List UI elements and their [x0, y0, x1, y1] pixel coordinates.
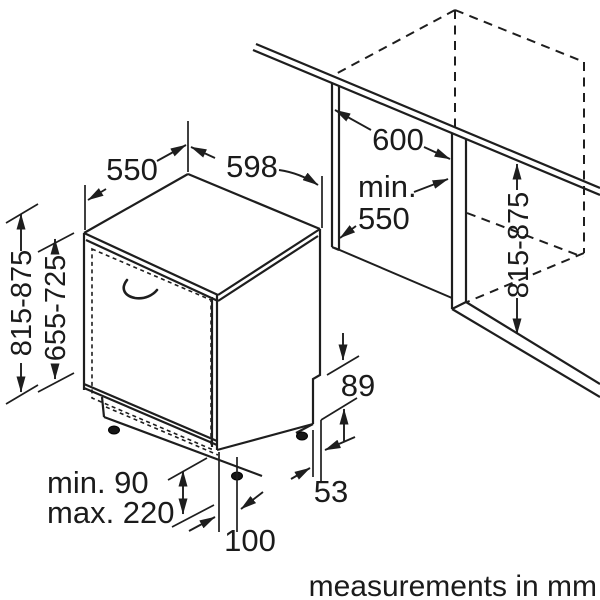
- dim-niche-height-label: 815-875: [503, 192, 535, 298]
- extension-tick: [326, 355, 360, 376]
- plinth-panel: [100, 396, 263, 478]
- extension-tick: [37, 232, 75, 253]
- dim-rear-base-height: 89: [320, 333, 375, 441]
- top-face-edges: [83, 172, 321, 234]
- arrow: [87, 188, 107, 201]
- extension-tick: [320, 397, 358, 421]
- niche-left-panel: [330, 83, 341, 252]
- dim-top-depth-label: 598: [226, 149, 278, 184]
- niche-right-panel: [450, 133, 468, 310]
- floor-plinth-strip: [451, 301, 600, 398]
- leveling-foot-rear: [296, 431, 308, 441]
- dim-appliance-height-left: 815-875: [5, 203, 39, 405]
- arrow: [240, 491, 264, 510]
- dim-appliance-height-label: 815-875: [6, 250, 38, 356]
- dim-plinth-max-label: max. 220: [47, 495, 175, 530]
- arrow: [334, 109, 372, 131]
- dim-rear-base-depth-label: 53: [314, 474, 348, 509]
- worktop-line: [252, 42, 600, 197]
- dim-niche-width-label: 600: [372, 122, 424, 157]
- dim-top-width-label: 550: [106, 152, 158, 187]
- dishwasher-drawing: [82, 172, 322, 481]
- extension-tick: [5, 384, 39, 405]
- leveling-foot-left: [108, 425, 120, 435]
- dim-rear-base-depth: 53: [290, 420, 356, 509]
- dim-foot-inset: 100: [188, 452, 276, 558]
- side-bottom-edge: [216, 422, 314, 452]
- arrow: [278, 169, 319, 186]
- door-top-edge: [83, 232, 219, 302]
- arrow: [156, 144, 187, 162]
- furniture-door-dashed-outline: [91, 247, 212, 451]
- door-handle: [122, 278, 159, 300]
- dim-niche-depth: min. 550: [339, 169, 449, 239]
- dim-top-depth: 598: [190, 146, 323, 228]
- dim-door-height-label: 655-725: [40, 255, 72, 361]
- dim-foot-inset-label: 100: [224, 523, 276, 558]
- arrow: [290, 467, 311, 480]
- dim-plinth-min-label: min. 90: [47, 465, 149, 500]
- niche-clearance-dashed-volume: [331, 9, 585, 303]
- arrow: [190, 146, 216, 159]
- dim-niche-height-right: 815-875: [503, 163, 535, 335]
- dim-door-height-left: 655-725: [37, 232, 75, 393]
- dim-plinth-height: min. 90 max. 220: [47, 457, 215, 530]
- dim-top-width: 550: [84, 121, 189, 230]
- dim-niche-depth-value: 550: [358, 201, 410, 236]
- dim-rear-base-height-label: 89: [341, 368, 375, 403]
- arrow: [188, 516, 216, 532]
- dim-niche-width: 600: [334, 109, 451, 160]
- arrow: [339, 225, 357, 239]
- side-top-edge: [217, 228, 321, 302]
- arrow: [423, 146, 451, 160]
- side-rear-edge: [295, 229, 322, 434]
- extension-tick: [37, 372, 75, 393]
- dim-niche-depth-prefix: min.: [358, 169, 417, 204]
- extension-tick: [5, 203, 39, 224]
- plinth-dashed-line: [105, 406, 219, 456]
- arrow: [324, 436, 356, 451]
- door-bottom-edge: [83, 382, 218, 447]
- arrow: [413, 178, 449, 193]
- extension-tick: [171, 504, 215, 528]
- kitchen-cabinetry: [252, 9, 600, 398]
- door-right-edge: [210, 295, 219, 450]
- extension-tick: [167, 457, 208, 481]
- niche-floor-line: [334, 247, 453, 299]
- units-caption: measurements in mm: [309, 570, 597, 600]
